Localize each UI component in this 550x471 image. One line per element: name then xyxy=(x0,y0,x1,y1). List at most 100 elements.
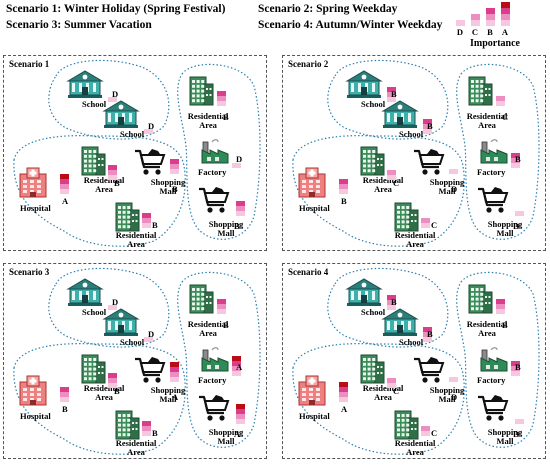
school-label: School xyxy=(399,129,424,139)
importance-level: B xyxy=(114,178,120,188)
importance-segment-b xyxy=(423,327,432,332)
residential-label: Residential Area xyxy=(394,438,436,457)
importance-segment-d xyxy=(236,419,245,424)
mall-icon xyxy=(134,356,166,389)
cluster-outline xyxy=(13,343,186,455)
importance-level: C xyxy=(393,386,400,396)
importance-level: B xyxy=(234,221,240,231)
residential-icon xyxy=(114,408,140,445)
importance-segment-d xyxy=(515,211,524,216)
panel-title: Scenario 3 xyxy=(9,267,50,277)
importance-segment-c xyxy=(232,366,241,371)
residential-icon xyxy=(467,282,493,319)
scenario-3-title: Scenario 3: Summer Vacation xyxy=(6,19,152,31)
importance-segment-d xyxy=(232,163,241,168)
importance-level: B xyxy=(427,121,433,131)
importance-segment-b xyxy=(142,421,151,426)
mall-label: Shopping Mall xyxy=(208,219,244,238)
importance-level: B xyxy=(341,196,347,206)
importance-segment-d xyxy=(232,371,241,376)
importance-segment-d xyxy=(421,223,430,228)
mall-icon xyxy=(198,394,230,427)
mall-label: Shopping Mall xyxy=(208,427,244,446)
residential-label: Residential Area xyxy=(466,319,508,338)
school-label: School xyxy=(82,99,107,109)
importance-segment-d xyxy=(339,397,348,402)
importance-level: B xyxy=(391,297,397,307)
mall-icon xyxy=(134,148,166,181)
importance-segment-d xyxy=(423,337,432,342)
factory-label: Factory xyxy=(477,167,506,177)
importance-segment-c xyxy=(217,304,226,309)
importance-level: D xyxy=(451,392,458,402)
school-icon xyxy=(66,276,104,311)
importance-segment-c xyxy=(60,184,69,189)
importance-segment-c xyxy=(421,218,430,223)
school-icon xyxy=(102,306,140,341)
residential-icon xyxy=(80,352,106,389)
importance-level: B xyxy=(152,428,158,438)
importance-segment-c xyxy=(217,96,226,101)
importance-segment-b xyxy=(108,165,117,170)
importance-level: D xyxy=(451,184,458,194)
legend-swatch-b xyxy=(486,20,495,26)
importance-segment-b xyxy=(232,361,241,366)
importance-level: B xyxy=(114,386,120,396)
hospital-label: Hospital xyxy=(20,411,51,421)
importance-segment-b xyxy=(387,87,396,92)
importance-segment-b xyxy=(423,119,432,124)
importance-segment-b xyxy=(217,91,226,96)
importance-segment-d xyxy=(387,383,396,388)
importance-segment-d xyxy=(511,163,520,168)
residential-label: Residential Area xyxy=(466,111,508,130)
scenario-2-title: Scenario 2: Spring Weekday xyxy=(258,3,398,15)
importance-segment-d xyxy=(108,175,117,180)
importance-level: B xyxy=(152,220,158,230)
school-label: School xyxy=(361,307,386,317)
importance-segment-b xyxy=(60,179,69,184)
mall-label: Shopping Mall xyxy=(150,385,186,404)
cluster-boundaries xyxy=(292,59,540,247)
importance-segment-d xyxy=(108,97,117,102)
importance-level: B xyxy=(427,329,433,339)
mall-label: Shopping Mall xyxy=(487,219,523,238)
legend-level-label: C xyxy=(471,27,479,37)
importance-segment-b xyxy=(170,367,179,372)
importance-segment-c xyxy=(423,332,432,337)
importance-level: D xyxy=(236,154,243,164)
factory-icon xyxy=(479,344,509,377)
mall-label: Shopping Mall xyxy=(429,177,465,196)
importance-segment-a xyxy=(232,356,241,361)
importance-level: C xyxy=(502,112,509,122)
importance-segment-d xyxy=(423,129,432,134)
cluster-boundaries xyxy=(292,267,540,455)
importance-segment-c xyxy=(423,124,432,129)
importance-level: D xyxy=(112,297,119,307)
importance-segment-b xyxy=(496,299,505,304)
residential-label: Residential Area xyxy=(187,111,229,130)
importance-segment-b xyxy=(511,361,520,366)
importance-segment-d xyxy=(387,305,396,310)
factory-icon xyxy=(479,136,509,169)
mall-icon xyxy=(477,394,509,427)
figure-header: Scenario 1: Winter Holiday (Spring Festi… xyxy=(0,0,550,52)
importance-level: B xyxy=(62,404,68,414)
factory-icon xyxy=(200,344,230,377)
importance-level: B xyxy=(515,154,521,164)
importance-level: D xyxy=(513,429,520,439)
importance-segment-d xyxy=(217,309,226,314)
importance-level: B xyxy=(223,320,229,330)
importance-segment-b xyxy=(217,299,226,304)
importance-segment-c xyxy=(387,92,396,97)
importance-level: D xyxy=(148,121,155,131)
importance-segment-c xyxy=(339,184,348,189)
panel-title: Scenario 4 xyxy=(288,267,329,277)
school-icon xyxy=(381,306,419,341)
importance-segment-b xyxy=(142,213,151,218)
importance-segment-d xyxy=(170,169,179,174)
importance-segment-d xyxy=(449,169,458,174)
school-icon xyxy=(345,276,383,311)
importance-level: C xyxy=(393,178,400,188)
